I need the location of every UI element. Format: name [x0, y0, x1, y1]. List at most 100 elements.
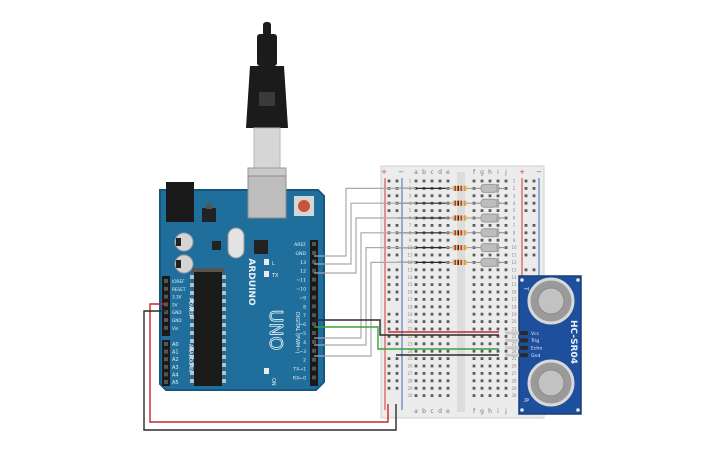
digital-pin[interactable]: [312, 259, 316, 264]
row-number: 24: [511, 349, 517, 354]
rail-plus-right: +: [519, 168, 525, 176]
digital-pin[interactable]: [312, 304, 316, 309]
power-pin[interactable]: [164, 318, 168, 322]
resistor[interactable]: [446, 215, 474, 221]
digital-pin[interactable]: [312, 242, 316, 246]
column-letter: j: [504, 169, 507, 176]
atmega-chip: [190, 268, 226, 386]
column-letter: a: [414, 408, 418, 415]
digital-pin-label: 8: [303, 304, 306, 310]
digital-pin-label: ~11: [296, 278, 306, 284]
breadboard-row-numbers: 1122334455667788991010111112121313141415…: [407, 179, 517, 399]
digital-pin-label: 12: [300, 269, 306, 275]
arduino-uno-board: ARDUINO UNO L TX ON POWER ANALOG IN DIGI…: [159, 175, 325, 391]
power-pin[interactable]: [164, 279, 168, 283]
digital-pin[interactable]: [312, 250, 316, 255]
resistor[interactable]: [446, 185, 474, 191]
led[interactable]: [474, 213, 506, 223]
analog-pin[interactable]: [164, 372, 168, 377]
rail-minus-right: −: [536, 168, 542, 176]
digital-pin[interactable]: [312, 268, 316, 273]
digital-pin-label: 4: [303, 340, 306, 346]
analog-pin[interactable]: [164, 342, 168, 346]
resistor[interactable]: [446, 259, 474, 265]
power-pin-label: 3.3V: [172, 295, 182, 300]
sensor-pin[interactable]: [505, 331, 519, 335]
digital-pin-label: TX→1: [292, 367, 306, 373]
digital-pin-label: GND: [295, 251, 306, 257]
signal-wire[interactable]: [314, 232, 416, 339]
power-header-title: POWER: [187, 298, 193, 317]
digital-pin[interactable]: [312, 366, 316, 371]
row-number: 26: [407, 364, 413, 369]
resistor[interactable]: [446, 230, 474, 236]
digital-pin[interactable]: [312, 295, 316, 300]
row-number: 25: [407, 356, 413, 361]
board-model: UNO: [265, 310, 286, 351]
sensor-tx-mark: T: [522, 286, 529, 291]
resistor[interactable]: [446, 200, 474, 206]
digital-pin[interactable]: [312, 322, 316, 327]
column-letter: b: [422, 408, 426, 415]
row-number: 28: [407, 378, 413, 383]
signal-wire[interactable]: [314, 187, 416, 257]
led[interactable]: [474, 198, 506, 208]
row-number: 22: [407, 334, 413, 339]
row-number: 29: [511, 386, 517, 391]
digital-pin[interactable]: [312, 348, 316, 353]
resistor[interactable]: [446, 245, 474, 251]
wire-gnd[interactable]: [143, 310, 397, 431]
wire-echo[interactable]: [314, 326, 499, 350]
analog-pin[interactable]: [164, 380, 168, 384]
digital-pin[interactable]: [312, 277, 316, 282]
digital-pin[interactable]: [312, 286, 316, 291]
led[interactable]: [474, 243, 506, 253]
digital-pin[interactable]: [312, 339, 316, 344]
rail-minus-left: −: [398, 168, 404, 176]
wire-5v[interactable]: [149, 303, 389, 423]
led[interactable]: [474, 183, 506, 193]
power-pin[interactable]: [164, 310, 168, 315]
row-number: 4: [513, 201, 516, 206]
signal-wire[interactable]: [314, 247, 416, 346]
signal-wire[interactable]: [314, 202, 416, 265]
sensor-name: HC-SR04: [568, 320, 578, 364]
analog-pin[interactable]: [164, 357, 168, 362]
sensor-pin[interactable]: [505, 338, 519, 342]
digital-pin[interactable]: [312, 313, 316, 318]
analog-pin-label: A2: [172, 357, 179, 363]
column-letter: h: [488, 169, 492, 176]
row-number: 19: [511, 312, 517, 317]
digital-pin-label: 13: [300, 260, 306, 266]
analog-header-title: ANALOG IN: [187, 344, 193, 372]
digital-pin-label: 7: [303, 313, 306, 319]
power-pin[interactable]: [164, 286, 168, 291]
sensor-pin[interactable]: [505, 346, 519, 350]
signal-wire[interactable]: [314, 217, 416, 274]
analog-pin[interactable]: [164, 364, 168, 369]
reset-button[interactable]: [294, 196, 314, 216]
analog-pin[interactable]: [164, 349, 168, 354]
sensor-pin[interactable]: [505, 353, 519, 357]
row-number: 3: [513, 193, 516, 198]
digital-pin[interactable]: [312, 331, 316, 335]
column-letter: j: [504, 408, 507, 415]
row-number: 8: [513, 230, 516, 235]
led[interactable]: [474, 257, 506, 267]
power-pin[interactable]: [164, 325, 168, 330]
row-number: 18: [407, 304, 413, 309]
power-pin[interactable]: [164, 294, 168, 299]
digital-pin[interactable]: [312, 357, 316, 362]
signal-wire[interactable]: [314, 261, 416, 357]
row-number: 12: [511, 260, 517, 265]
sensor-rx-mark: R: [522, 398, 529, 402]
led[interactable]: [474, 228, 506, 238]
row-number: 14: [511, 275, 517, 280]
analog-pin-label: A5: [172, 380, 179, 386]
column-letter: h: [488, 408, 492, 415]
digital-pin-label: ~3: [299, 349, 306, 355]
digital-pin[interactable]: [312, 375, 316, 380]
wire-trig[interactable]: [314, 319, 499, 336]
